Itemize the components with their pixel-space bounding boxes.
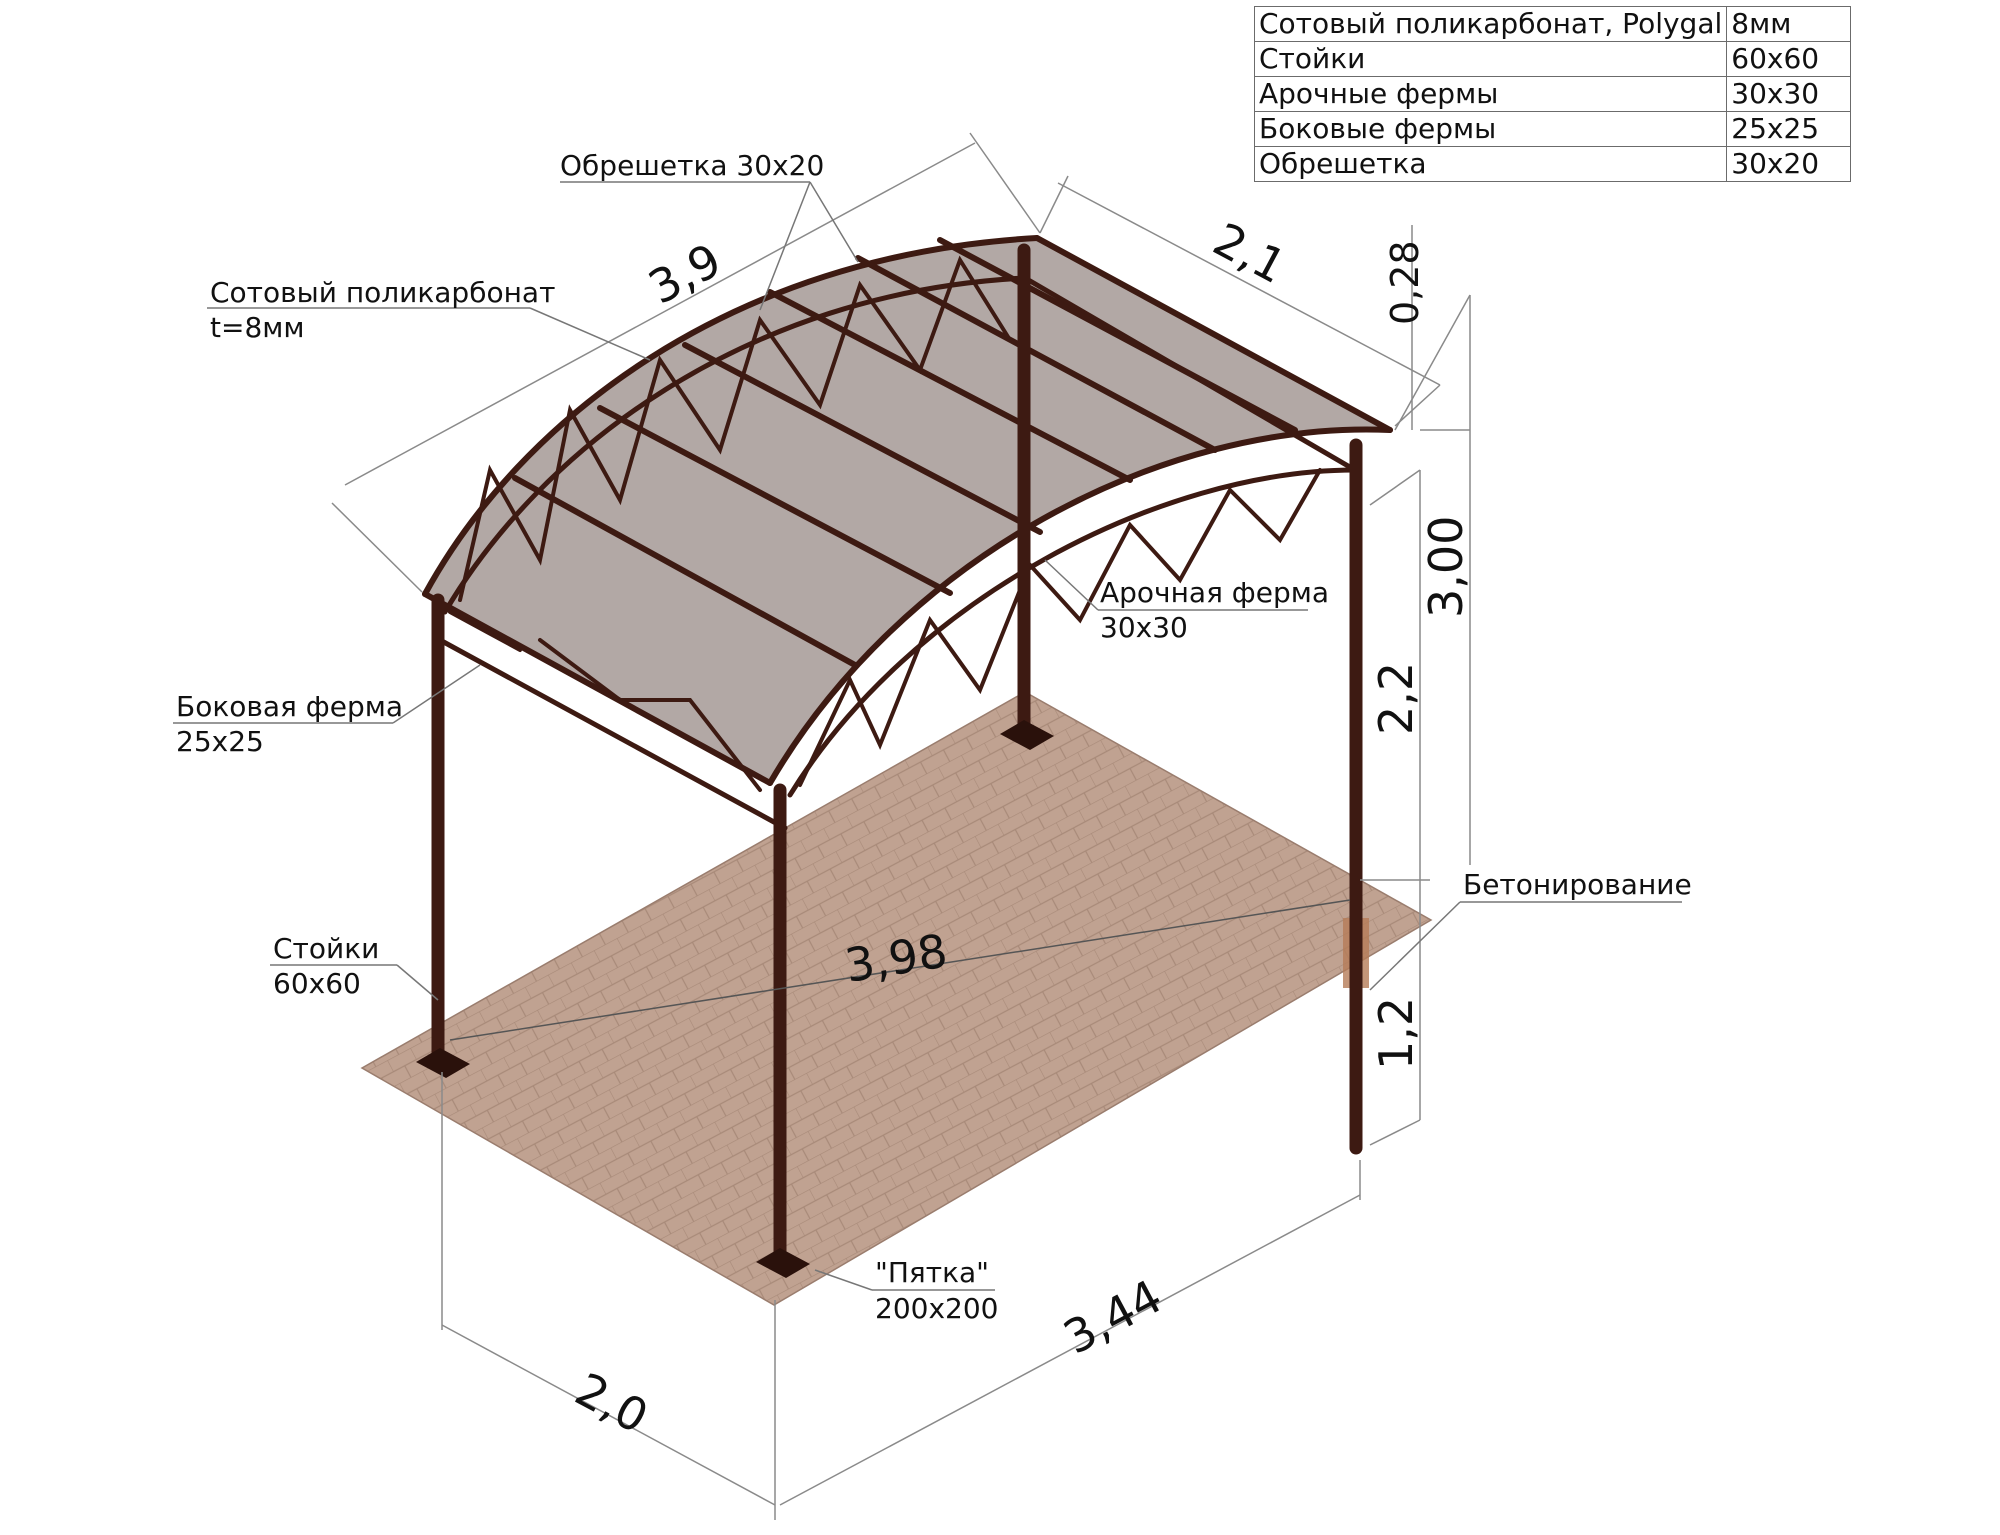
dim-value-embedment: 1,2 xyxy=(1369,997,1423,1070)
base-plate-front-left xyxy=(416,1048,470,1078)
base-plate-back-left xyxy=(1000,720,1054,750)
side-truss-bottom xyxy=(437,637,788,831)
spec-item: Сотовый поликарбонат, Polygal xyxy=(1253,6,1728,42)
spec-size: 60х60 xyxy=(1726,41,1852,77)
spec-row: Боковые фермы 25х25 xyxy=(1253,111,1852,147)
dim-base-width xyxy=(441,1324,776,1506)
dimension-lines xyxy=(331,132,1471,1520)
dim-base-length xyxy=(779,1194,1361,1506)
callout-side-truss: Боковая ферма xyxy=(176,690,403,723)
arch-truss-left-outer xyxy=(422,235,1040,597)
side-truss-top xyxy=(422,591,773,786)
spec-item: Обрешетка xyxy=(1253,146,1728,182)
dim-value-roof-length: 3,9 xyxy=(640,233,730,315)
callout-base-plate: "Пятка" xyxy=(875,1256,989,1289)
callout-side-truss-size: 25х25 xyxy=(176,725,264,758)
dim-roof-length xyxy=(344,142,976,486)
spec-size: 30х30 xyxy=(1726,76,1852,112)
purlin-1 xyxy=(512,475,858,668)
spec-size: 30х20 xyxy=(1726,146,1852,182)
dim-value-total-height: 3,00 xyxy=(1419,516,1473,618)
callout-concreting: Бетонирование xyxy=(1463,868,1692,901)
spec-size: 25х25 xyxy=(1726,111,1852,147)
callout-polycarbonate-thickness: t=8мм xyxy=(210,311,305,344)
callout-base-plate-size: 200х200 xyxy=(875,1292,998,1325)
dim-roof-width xyxy=(1057,182,1441,386)
purlin-4 xyxy=(767,289,1133,483)
callout-arch-truss-size: 30х30 xyxy=(1100,611,1188,644)
dim-value-roof-width: 2,1 xyxy=(1205,212,1295,294)
arch-truss-right-web xyxy=(798,468,1322,787)
dim-value-arch-rise: 0,28 xyxy=(1383,240,1427,325)
callout-lathing: Обрешетка 30х20 xyxy=(560,149,824,182)
purlin-2 xyxy=(597,405,953,596)
dim-value-post-height: 2,2 xyxy=(1369,662,1423,735)
spec-item: Арочные фермы xyxy=(1253,76,1728,112)
callout-posts-size: 60х60 xyxy=(273,967,361,1000)
base-plates xyxy=(416,720,1054,1278)
paving-slab xyxy=(360,691,1433,1306)
callout-polycarbonate: Сотовый поликарбонат xyxy=(210,276,555,309)
spec-item: Стойки xyxy=(1253,41,1728,77)
purlin-5 xyxy=(855,255,1218,453)
diagonal-dimension-line xyxy=(449,899,1351,1041)
spec-row: Обрешетка 30х20 xyxy=(1253,146,1852,182)
spec-size: 8мм xyxy=(1726,6,1852,42)
arch-truss-left-inner xyxy=(442,275,1028,615)
steel-frame xyxy=(422,235,1393,1265)
callout-posts: Стойки xyxy=(273,932,379,965)
callout-arch-truss: Арочная ферма xyxy=(1100,576,1329,609)
spec-item: Боковые фермы xyxy=(1253,111,1728,147)
dim-value-base-length: 3,44 xyxy=(1055,1269,1171,1365)
leader-lines xyxy=(173,181,1682,1291)
dim-value-base-width: 2,0 xyxy=(567,1362,657,1444)
spec-row: Арочные фермы 30х30 xyxy=(1253,76,1852,112)
purlin-6 xyxy=(937,237,1298,433)
side-truss-back-top xyxy=(1034,235,1393,433)
spec-row: Сотовый поликарбонат, Polygal 8мм xyxy=(1253,6,1852,42)
arch-truss-right-inner xyxy=(787,467,1358,798)
base-plate-front-right xyxy=(756,1248,810,1278)
purlin-3 xyxy=(682,342,1043,535)
spec-row: Стойки 60х60 xyxy=(1253,41,1852,77)
side-truss-web xyxy=(448,610,762,792)
spec-table: Сотовый поликарбонат, Polygal 8мм Стойки… xyxy=(1253,6,1852,182)
